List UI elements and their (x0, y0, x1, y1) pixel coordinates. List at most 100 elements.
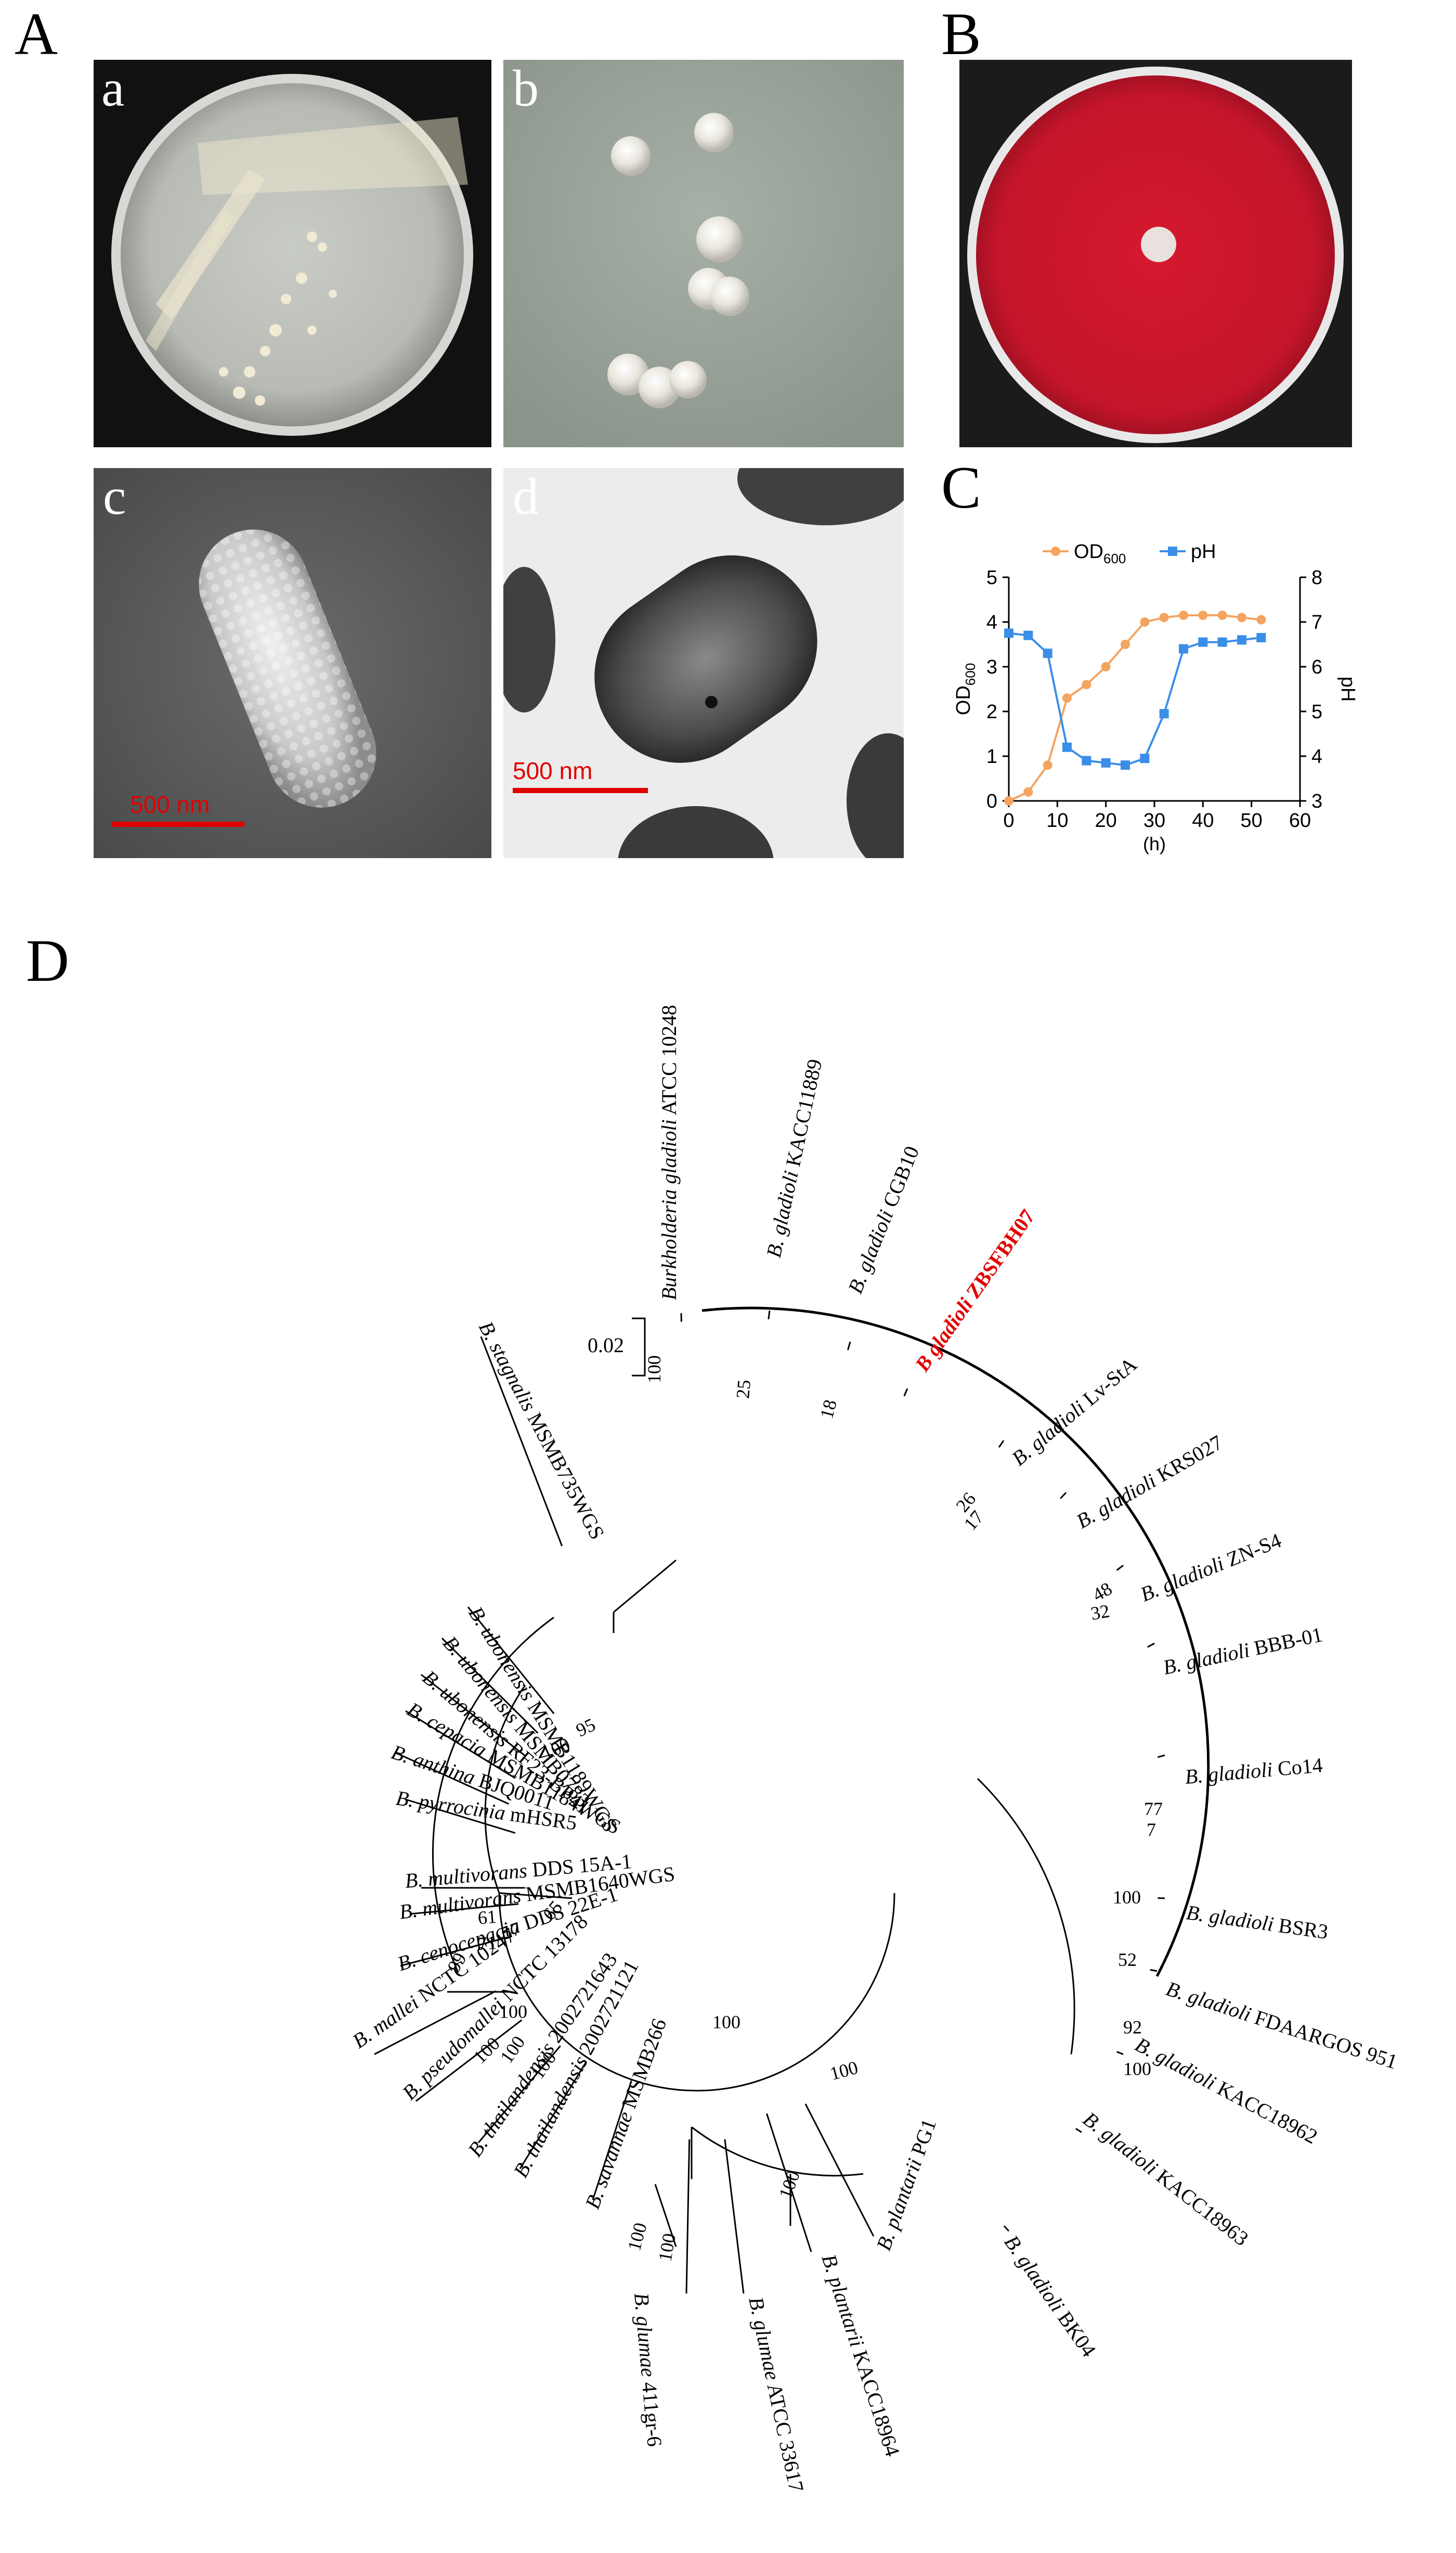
od600-point (1217, 611, 1227, 620)
od600-point (1237, 613, 1246, 623)
legend-marker (1168, 547, 1177, 556)
od600-point (1198, 611, 1208, 620)
tip-branch (410, 1903, 519, 1915)
bootstrap-value: 92 (1123, 2017, 1142, 2038)
taxon-strain: Lv-StA (1074, 1352, 1141, 1414)
taxon-genus-species: B. mallei (348, 1991, 423, 2053)
taxon-genus-species: B. gladioli (1000, 2231, 1070, 2316)
taxon-genus-species: B. gladioli (1184, 1757, 1273, 1789)
panel-label-c: C (941, 455, 981, 521)
taxon-strain: BK04 (1050, 2303, 1100, 2361)
glumae-arc (691, 2126, 864, 2176)
x-tick-label: 0 (1003, 810, 1014, 832)
taxon-genus-species: B. stagnalis (474, 1317, 541, 1415)
legend-label: OD600 (1074, 541, 1126, 566)
bootstrap-value: 100 (828, 2057, 861, 2084)
tip-branch (1116, 2051, 1124, 2055)
tip-branch (903, 1388, 908, 1396)
tip-branch (1060, 1492, 1067, 1499)
taxon-label: B. glumae 411gr-6 (630, 2292, 667, 2447)
tree-scale-label: 0.02 (588, 1333, 624, 1357)
bootstrap-value: 100 (712, 2012, 740, 2032)
taxon-label: B. gladioli BK04 (1000, 2231, 1101, 2361)
legend-label: pH (1191, 541, 1216, 563)
x-tick-label: 20 (1095, 810, 1117, 832)
bootstrap-value: 77 (1144, 1798, 1163, 1819)
y-left-tick-label: 1 (986, 746, 997, 768)
photo-d-tem: d 500 nm (503, 468, 904, 858)
bootstrap-value: 100 (623, 2221, 651, 2253)
y-right-tick-label: 7 (1311, 612, 1322, 633)
taxon-genus-species: B. gladioli (1163, 1977, 1254, 2026)
tree-scale-bar: 0.02 (588, 1317, 646, 1377)
taxon-label: B. plantarii KACC18964 (817, 2251, 904, 2459)
od600-point (1179, 611, 1188, 620)
photo-blood-agar-plate (959, 60, 1352, 447)
taxon-label: B. gladioli Lv-StA (1007, 1352, 1141, 1470)
tip-branch (1003, 2225, 1010, 2232)
x-tick-label: 40 (1192, 810, 1214, 832)
taxon-genus-species: Burkholderia gladioli (657, 1119, 681, 1300)
tip-branch (685, 2139, 691, 2294)
od600-point (1140, 617, 1150, 627)
ph-point (1023, 630, 1033, 640)
photo-c-sem: c 500 nm (94, 468, 491, 858)
taxon-genus-species: B. plantarii (872, 2155, 926, 2253)
taxon-strain: BBB-01 (1247, 1623, 1325, 1661)
tip-branch (1116, 1564, 1124, 1571)
taxon-genus-species: B. gladioli (1007, 1396, 1089, 1470)
taxon-label: B. gladioli CGB10 (843, 1143, 924, 1297)
taxon-label: B gladioli ZBSFBH07 (910, 1205, 1039, 1376)
clade-arc (977, 1778, 1075, 2055)
taxon-strain: Co14 (1271, 1753, 1323, 1781)
y-axis-right-title: pH (1337, 677, 1359, 702)
taxon-label: B. gladioli ZN-S4 (1137, 1528, 1285, 1606)
subpanel-label-b: b (513, 60, 539, 117)
taxon-strain: KACC18963 (1148, 2161, 1253, 2251)
taxon-label: B. glumae ATCC 33617 (744, 2295, 808, 2494)
od600-point (1082, 680, 1091, 690)
taxon-genus-species: B. gladioli (1137, 1551, 1227, 1606)
y-right-tick-label: 6 (1311, 656, 1322, 678)
taxon-strain: BSR3 (1272, 1913, 1330, 1943)
taxon-genus-species: B. gladioli (843, 1207, 898, 1297)
bootstrap-value: 61 (477, 1906, 497, 1928)
taxon-genus-species: B. gladioli (1185, 1900, 1276, 1936)
tip-branch (847, 1341, 851, 1351)
y-right-tick-label: 5 (1311, 701, 1322, 723)
taxon-label: B. gladioli BSR3 (1185, 1900, 1330, 1943)
ph-point (1198, 637, 1208, 647)
taxon-genus-species: B. glumae (630, 2292, 660, 2378)
tree-branches (374, 1306, 1210, 2294)
tip-branch (374, 1990, 497, 2055)
tem-cell-image (503, 468, 904, 858)
taxon-strain: KACC18964 (847, 2342, 904, 2459)
tip-branch (405, 1798, 516, 1834)
ph-point (1082, 756, 1091, 766)
taxon-strain: ATCC 33617 (762, 2377, 809, 2494)
y-right-tick-label: 8 (1311, 567, 1322, 589)
taxon-strain: PG1 (904, 2116, 941, 2163)
y-axis-left-title: OD600 (953, 663, 978, 715)
bootstrap-value: 100 (499, 2001, 527, 2022)
branch (499, 1892, 573, 1899)
od600-point (1023, 787, 1033, 797)
taxon-strain: MSMB266 (615, 2015, 671, 2116)
y-left-tick-label: 3 (986, 656, 997, 678)
taxon-label: B. gladioli Co14 (1184, 1753, 1323, 1789)
taxon-genus-species: B. gladioli (1161, 1638, 1252, 1679)
x-tick-label: 10 (1046, 810, 1068, 832)
tip-branch (400, 1935, 513, 1967)
gladioli-clade-arc (701, 1306, 1210, 1977)
taxon-label: B. plantarii PG1 (872, 2116, 941, 2253)
taxon-strain: 411gr-6 (637, 2376, 667, 2447)
od600-point (1043, 760, 1052, 770)
panel-label-b: B (941, 1, 981, 67)
tip-branch (1150, 1969, 1158, 1972)
taxon-genus-species: B. plantarii (817, 2251, 869, 2350)
tip-branch (724, 2139, 745, 2294)
ph-point (1101, 758, 1111, 768)
od600-point (1101, 662, 1111, 671)
tip-branch (441, 1637, 539, 1734)
